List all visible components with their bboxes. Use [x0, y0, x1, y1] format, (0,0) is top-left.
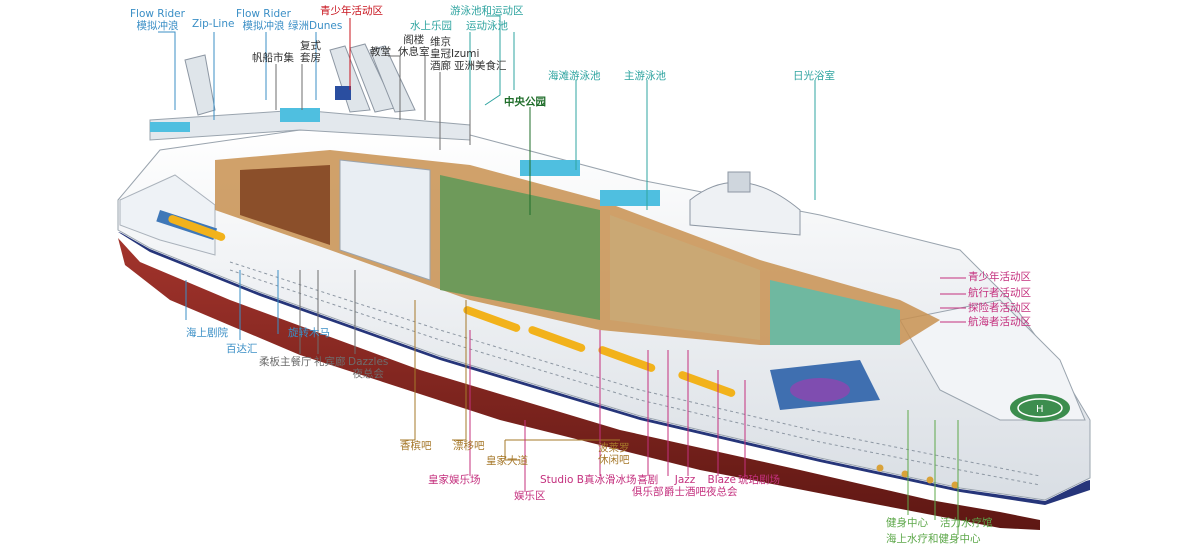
label-pool-sports: 游泳池和运动区: [450, 5, 524, 17]
label-duplex: 复式 套房: [300, 40, 321, 64]
label-loft-lounge: 阁楼 休息室: [398, 34, 430, 58]
label-flowrider-1: Flow Rider 模拟冲浪: [130, 8, 185, 32]
label-blaze: Blaze 夜总会: [706, 474, 738, 498]
label-flowrider-2: Flow Rider 模拟冲浪: [236, 8, 291, 32]
label-youth-right: 青少年活动区: [968, 271, 1031, 283]
label-solarium: 日光浴室: [793, 70, 835, 82]
svg-text:H: H: [1036, 404, 1044, 415]
label-voyager: 航海者活动区: [968, 316, 1031, 328]
cutaway-interior: [168, 150, 940, 410]
label-dunes: 绿洲Dunes: [288, 20, 343, 32]
label-youth-top: 青少年活动区: [320, 5, 383, 17]
label-vitality-spa: 活力水疗馆: [940, 517, 993, 529]
label-aqua-theater: 海上剧院: [186, 327, 228, 339]
helipad: H: [1010, 394, 1070, 422]
label-navigator: 航行者活动区: [968, 287, 1031, 299]
top-deck: [149, 43, 801, 236]
label-central-park: 中央公园: [504, 96, 546, 108]
label-dazzles: Dazzles 夜总会: [348, 356, 389, 380]
label-boardwalk: 百达汇: [226, 343, 258, 355]
label-sports-pool: 运动泳池: [466, 20, 508, 32]
label-studio-b: Studio B真冰滑冰场: [540, 474, 637, 486]
label-vintages: 维京 皇冠Izumi 酒廊: [430, 36, 480, 72]
label-drift-bar: 漂移吧: [453, 440, 485, 452]
label-comedy: 喜剧 俱乐部: [632, 474, 664, 498]
label-beach-pool: 海滩游泳池: [548, 70, 601, 82]
label-aqua-park: 水上乐园: [410, 20, 452, 32]
label-casino: 皇家娱乐场: [428, 474, 481, 486]
label-explorer: 探险者活动区: [968, 302, 1031, 314]
label-asian: 亚洲美食汇: [454, 60, 507, 72]
label-sail-market: 帆船市集: [252, 52, 294, 64]
label-carousel: 旋转木马: [288, 327, 330, 339]
label-royal-promenade: 皇家大道: [486, 455, 528, 467]
label-main-pool: 主游泳池: [624, 70, 666, 82]
label-main-dining: 柔板主餐厅: [259, 356, 312, 368]
label-promenade-hall: 礼宾廊: [314, 356, 346, 368]
label-bolero: 波莱罗 休闲吧: [598, 442, 630, 466]
label-fitness: 健身中心: [886, 517, 928, 529]
leader-lines: [158, 15, 966, 535]
label-entertainment: 娱乐区: [514, 490, 546, 502]
label-zipline: Zip-Line: [192, 18, 235, 30]
label-jazz: Jazz 爵士酒吧: [664, 474, 706, 498]
label-champagne-bar: 香槟吧: [400, 440, 432, 452]
label-sea-spa: 海上水疗和健身中心: [886, 533, 981, 545]
hull-portholes: [876, 464, 959, 489]
label-chapel: 教堂: [370, 46, 391, 58]
label-amber-theater: 琥珀剧场: [738, 474, 780, 486]
